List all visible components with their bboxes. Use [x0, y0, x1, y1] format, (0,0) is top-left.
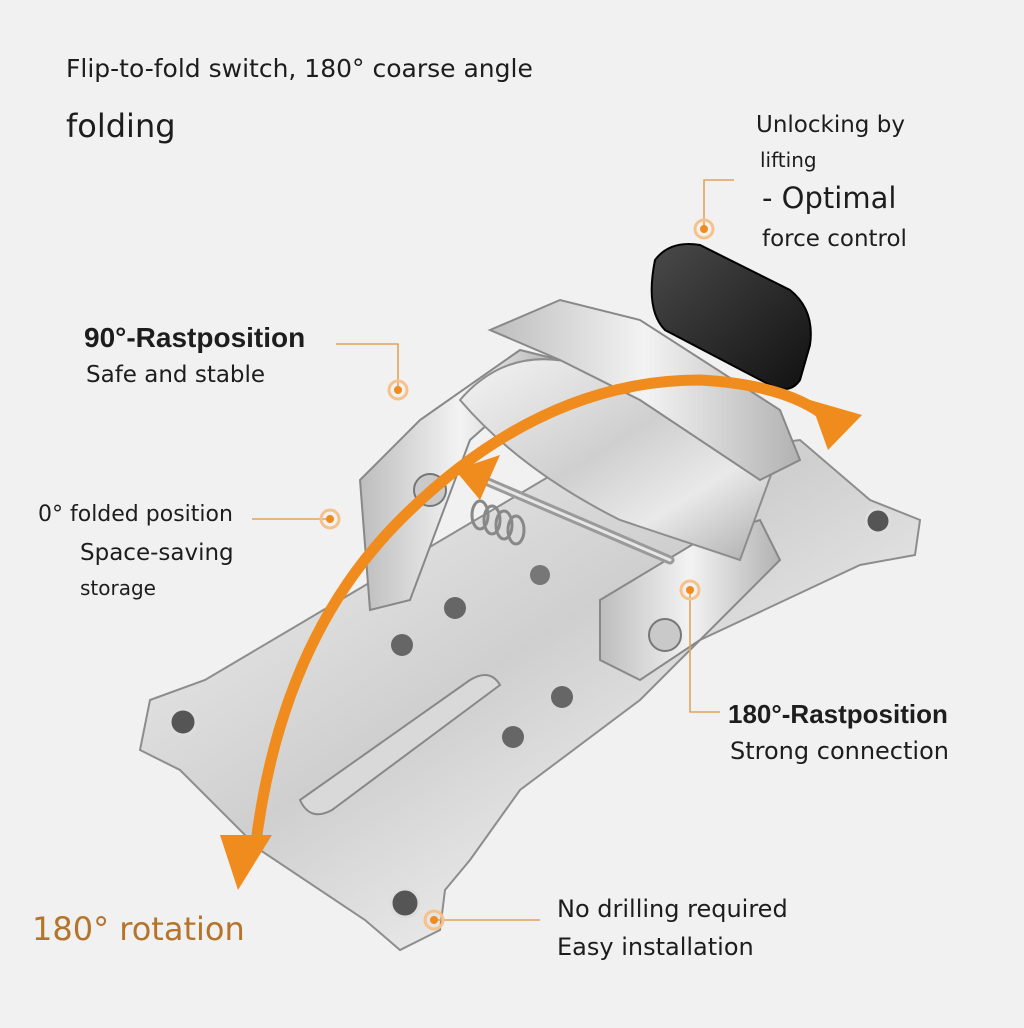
pos0-desc2: storage: [80, 576, 156, 600]
pos90-desc: Safe and stable: [86, 362, 266, 388]
install-line2: Easy installation: [557, 933, 754, 961]
rubber-release-lever: [650, 243, 812, 390]
pos90-title: 90°-Rastposition: [84, 322, 306, 353]
install-line1: No drilling required: [557, 895, 788, 923]
pos0-title: 0° folded position: [38, 502, 233, 527]
rotation-label: 180° rotation: [32, 910, 245, 948]
unlock-callout-line4: force control: [762, 226, 907, 252]
pos180-desc: Strong connection: [730, 737, 949, 765]
hinged-plate: [458, 298, 802, 562]
pos0-desc1: Space-saving: [80, 540, 234, 566]
base-plate: [138, 438, 922, 952]
headline-line2: folding: [66, 107, 176, 145]
unlock-callout-line3: - Optimal: [762, 181, 897, 215]
curved-double-arrow-icon: [220, 374, 862, 890]
orange-dot-marker-icon: [319, 218, 715, 931]
pos180-title: 180°-Rastposition: [728, 699, 948, 729]
unlock-callout-line1: Unlocking by: [756, 112, 905, 138]
pin-and-spring: [455, 465, 675, 565]
headline-line1: Flip-to-fold switch, 180° coarse angle: [66, 54, 533, 83]
unlock-callout-line2: lifting: [760, 148, 817, 172]
leader-lines: [252, 179, 734, 921]
